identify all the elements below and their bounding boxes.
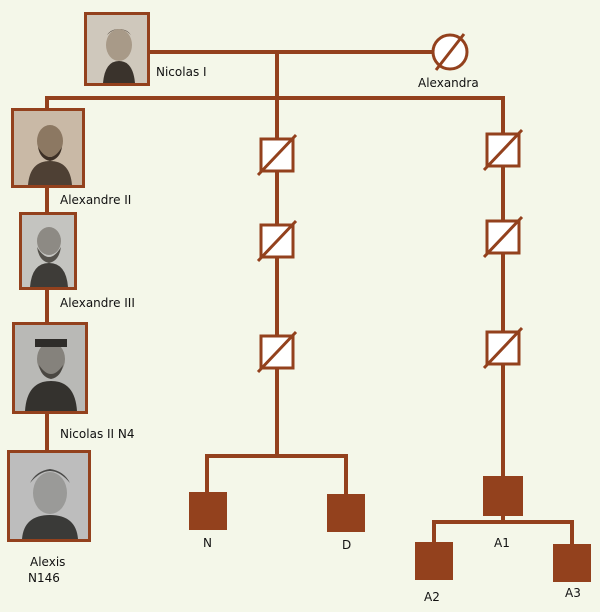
alexis-label-line2: N146 [28,571,60,585]
right-gen1-symbol [482,128,524,172]
a1-symbol [483,476,523,516]
n-label: N [203,536,212,550]
n-symbol [189,492,227,530]
a2-symbol [415,542,453,580]
a2-label: A2 [424,590,440,604]
alexandra-symbol [431,33,469,71]
nicolas-ii-portrait [12,322,88,414]
nicolas-ii-label: Nicolas II N4 [60,427,135,441]
alexandra-label: Alexandra [418,76,479,90]
a3-symbol [553,544,591,582]
d-symbol [327,494,365,532]
middle-gen3-symbol [256,330,298,374]
middle-gen1-symbol [256,133,298,177]
right-gen3-symbol [482,326,524,370]
d-label: D [342,538,352,552]
alexandre-iii-label: Alexandre III [60,296,135,310]
nicolas-i-label: Nicolas I [156,65,207,79]
a1-label: A1 [494,536,510,550]
alexis-label-line1: Alexis [30,555,66,569]
alexandre-iii-portrait [19,212,77,290]
nicolas-i-portrait [84,12,150,86]
a3-label: A3 [565,586,581,600]
right-gen2-symbol [482,215,524,259]
alexandre-ii-portrait [11,108,85,188]
alexis-portrait [7,450,91,542]
middle-gen2-symbol [256,219,298,263]
alexandre-ii-label: Alexandre II [60,193,132,207]
